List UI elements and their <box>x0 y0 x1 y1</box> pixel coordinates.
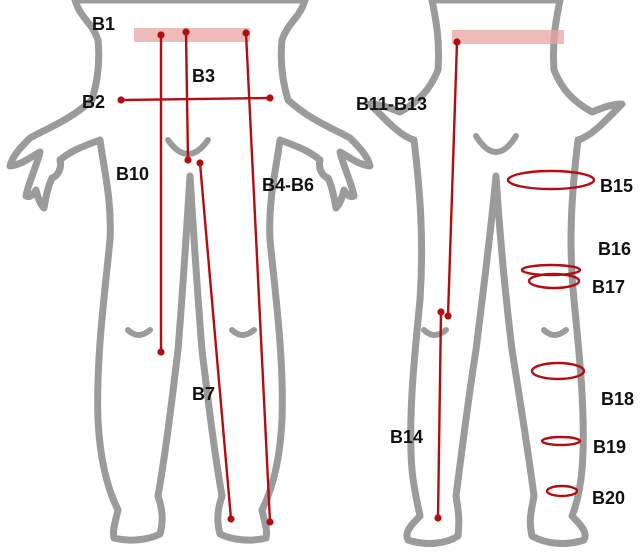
label-b19: B19 <box>593 437 626 457</box>
label-b14: B14 <box>390 427 423 447</box>
b4-b6-top-dot <box>242 29 249 36</box>
b10-top-dot <box>157 31 164 38</box>
b2-left-dot <box>117 96 124 103</box>
right-body-silhouette <box>370 0 622 543</box>
left-waist-band <box>134 28 250 42</box>
label-b2: B2 <box>82 92 105 112</box>
right-body-figure <box>370 0 622 543</box>
b4-b6-bottom-dot <box>266 518 273 525</box>
label-b11-b13: B11-B13 <box>356 94 427 114</box>
left-body-figure <box>10 0 370 540</box>
b14-top-dot <box>437 308 444 315</box>
b14-bottom-dot <box>434 514 441 521</box>
b2-right-dot <box>266 94 273 101</box>
b7-bottom-dot <box>227 515 234 522</box>
label-b16: B16 <box>598 239 631 259</box>
b11-b13-bottom-dot <box>444 312 451 319</box>
left-body-silhouette <box>10 0 370 540</box>
label-b18: B18 <box>601 389 634 409</box>
label-b20: B20 <box>592 488 625 508</box>
b10-bottom-dot <box>157 348 164 355</box>
label-b10: B10 <box>116 164 149 184</box>
b3-top-dot <box>182 28 189 35</box>
label-b15: B15 <box>600 176 633 196</box>
b11-b13-top-dot <box>453 38 460 45</box>
label-b1: B1 <box>92 14 115 34</box>
label-b17: B17 <box>592 277 625 297</box>
b3-bottom-dot <box>184 156 191 163</box>
b7-top-dot <box>196 159 203 166</box>
right-waist-band <box>452 30 564 44</box>
label-b3: B3 <box>192 66 215 86</box>
label-b4-b6: B4-B6 <box>262 175 314 195</box>
label-b7: B7 <box>192 384 215 404</box>
